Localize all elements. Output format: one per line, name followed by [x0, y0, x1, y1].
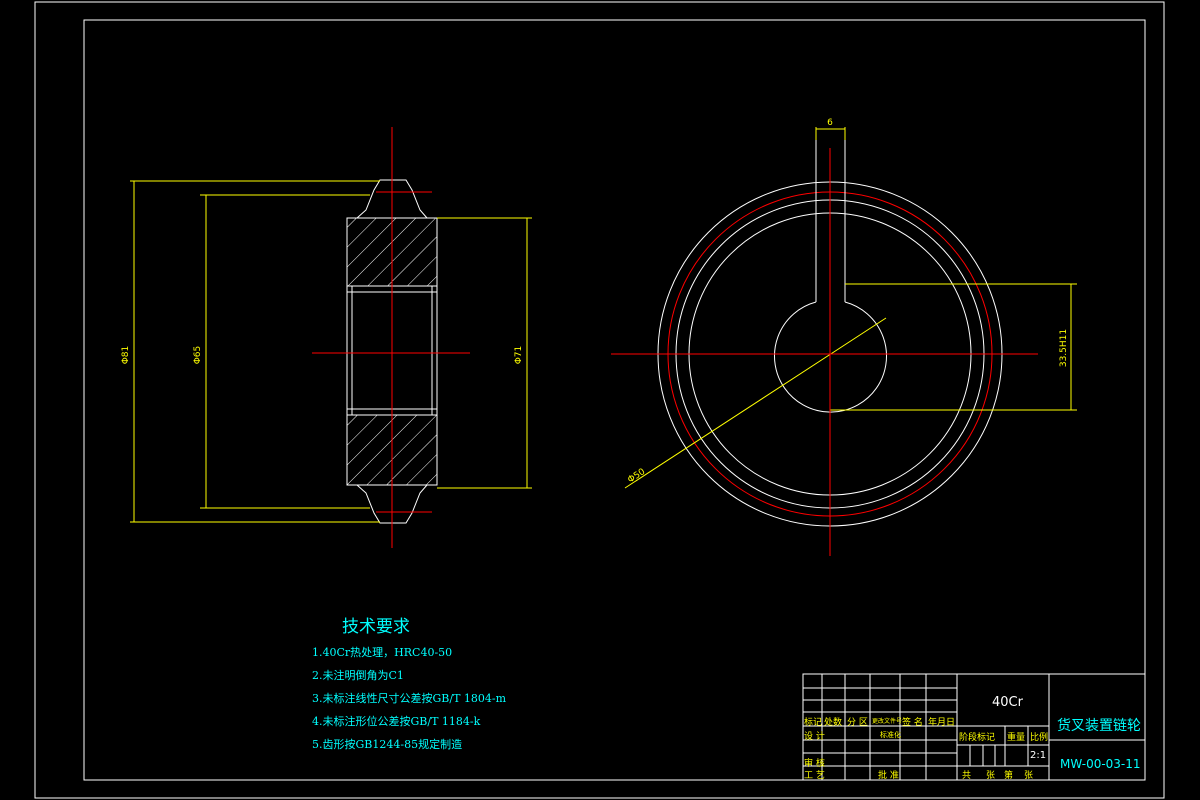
rev-col-mark: 标记 — [804, 718, 823, 728]
rev-col-sign: 签 名 — [902, 718, 923, 728]
scale-label: 比例 — [1030, 733, 1049, 743]
dim-keyway-depth: 33.5H11 — [1059, 329, 1069, 367]
dim-hub-diameter: Φ71 — [514, 346, 524, 365]
drawing-number: MW-00-03-11 — [1060, 757, 1141, 771]
part-name: 货叉装置链轮 — [1057, 718, 1141, 734]
page-label: 第 — [1004, 771, 1014, 781]
dim-bore-diameter: Φ50 — [626, 467, 647, 486]
process-label: 工 艺 — [804, 771, 825, 781]
sheet-outer-border — [34, 1, 1165, 799]
dim-outer-diameter: Φ81 — [121, 346, 131, 365]
tech-item-4: 4.未标注形位公差按GB/T 1184-k — [312, 715, 481, 728]
approve-label: 批 准 — [878, 771, 899, 781]
weight-label: 重量 — [1007, 733, 1026, 743]
dim-root-diameter: Φ65 — [193, 346, 203, 365]
bore-with-keyway — [774, 301, 887, 413]
tech-item-1: 1.40Cr热处理，HRC40-50 — [312, 646, 453, 659]
material-label: 40Cr — [992, 695, 1023, 710]
sheets-label: 张 — [986, 771, 996, 781]
rev-col-count: 处数 — [824, 718, 843, 728]
rev-col-date: 年月日 — [928, 718, 956, 728]
dim-keyway-width: 6 — [827, 118, 833, 128]
stage-mark-label: 阶段标记 — [959, 733, 996, 743]
design-label: 设 计 — [804, 732, 825, 742]
tooth-lower — [356, 484, 428, 524]
tech-item-5: 5.齿形按GB1244-85规定制造 — [312, 738, 463, 751]
drawing-frame — [83, 19, 1146, 781]
tech-requirements-title: 技术要求 — [342, 617, 410, 637]
standardize-label: 标准化 — [880, 731, 901, 739]
total-label: 共 — [962, 771, 972, 781]
side-section-view: Φ81 Φ65 Φ71 — [121, 127, 532, 548]
title-block-grid — [802, 673, 1146, 781]
rev-col-doc: 更改文件号 — [872, 718, 903, 725]
rev-col-zone: 分 区 — [847, 718, 868, 728]
tech-item-2: 2.未注明倒角为C1 — [312, 669, 404, 682]
dim-diagonal-leader — [624, 317, 887, 489]
front-view: 6 Φ50 33.5H11 — [611, 118, 1077, 556]
review-label: 审 核 — [804, 759, 825, 769]
scale-value: 2:1 — [1030, 750, 1047, 761]
sheet-unit-label: 张 — [1024, 771, 1034, 781]
tooth-upper — [356, 179, 428, 219]
tech-item-3: 3.未标注线性尺寸公差按GB/T 1804-m — [312, 692, 507, 705]
